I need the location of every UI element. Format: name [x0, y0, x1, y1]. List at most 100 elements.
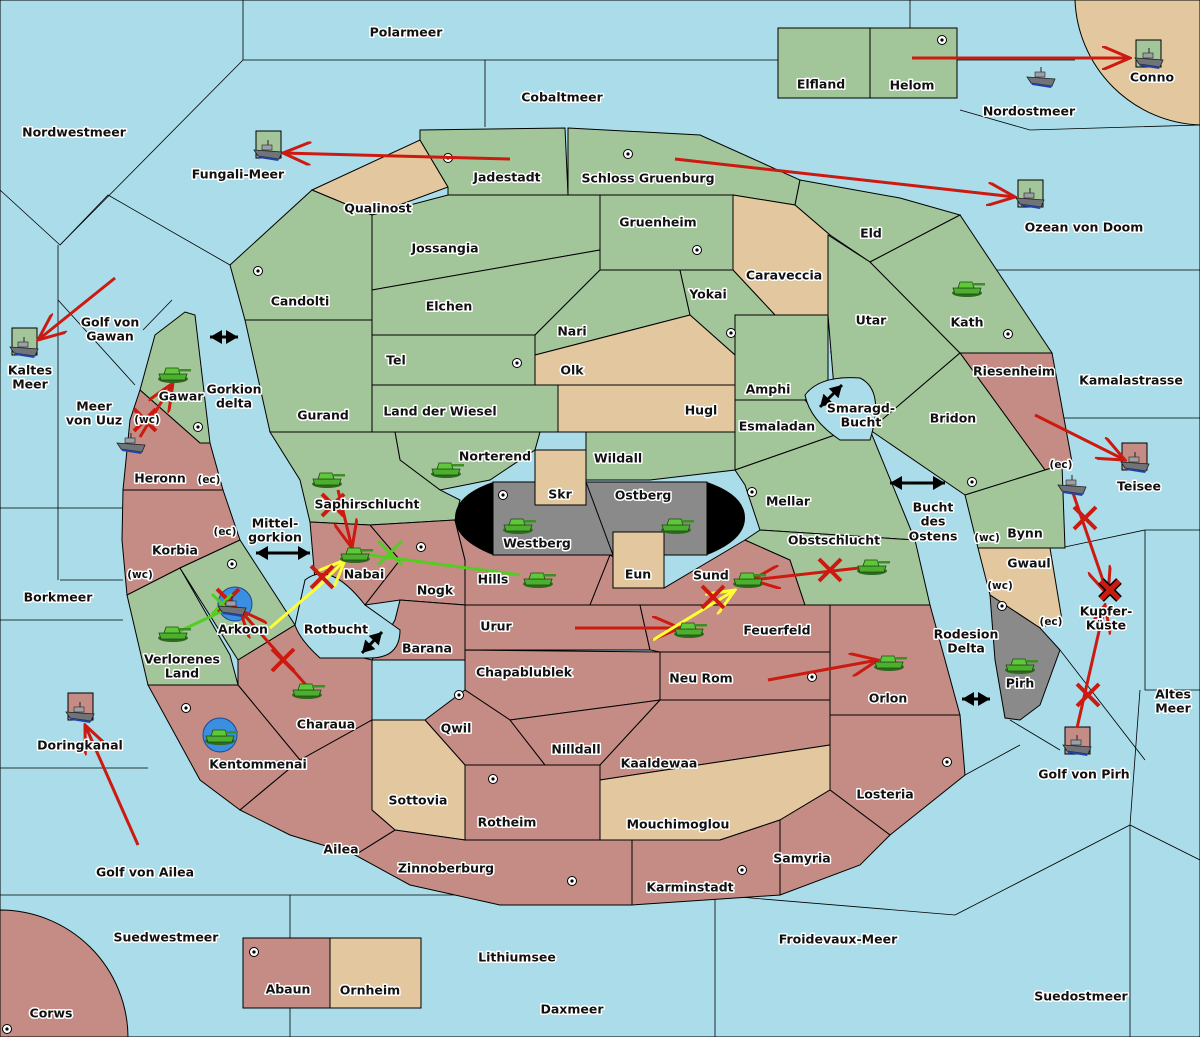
region-pirh[interactable] [989, 594, 1061, 721]
label-mittelgorkion: gorkion [248, 530, 302, 545]
label-heronn: Heronn [134, 471, 186, 486]
region-gwaul[interactable] [977, 547, 1063, 629]
label-feuerfeld: Feuerfeld [743, 623, 810, 638]
region-helom[interactable] [869, 27, 958, 99]
label-lithiumsee: Lithiumsee [478, 950, 556, 965]
label-arkoon: Arkoon [218, 622, 268, 637]
label-nogk: Nogk [417, 583, 454, 598]
label-norterend: Norterend [459, 449, 531, 464]
label-golf-von-ailea: Golf von Ailea [96, 865, 194, 880]
label-jadestadt: Jadestadt [472, 170, 540, 185]
support-order-line [354, 551, 521, 577]
label-mouchimoglou: Mouchimoglou [627, 817, 730, 832]
label-conno: Conno [1130, 70, 1175, 85]
label-utar: Utar [856, 313, 888, 328]
red-x-icon [1072, 505, 1098, 531]
label-ornheim: Ornheim [340, 983, 400, 998]
label-bynn: Bynn [1007, 526, 1042, 541]
label-candolti: Candolti [271, 294, 330, 309]
label-yokai: Yokai [688, 287, 727, 302]
label-meer-von-uuz: von Uuz [66, 413, 122, 428]
connections [210, 330, 990, 706]
label-nordostmeer: Nordostmeer [983, 104, 1076, 119]
label-elfland: Elfland [797, 77, 845, 92]
label-verlorenes-land: Land [165, 666, 199, 681]
region-bynn[interactable] [964, 464, 1066, 549]
label-neu-rom: Neu Rom [669, 671, 732, 686]
label-losteria: Losteria [856, 787, 913, 802]
red-x-icon [817, 557, 843, 583]
label-land-der-wiesel: Land der Wiesel [383, 404, 496, 419]
label-eld: Eld [860, 226, 882, 241]
supply-center-dot-icon [937, 35, 947, 45]
label-rotbucht: Rotbucht [304, 622, 368, 637]
label-pirh: Pirh [1006, 676, 1035, 691]
label-kentommenai: Kentommenai [209, 757, 307, 772]
label-zinnoberburg: Zinnoberburg [398, 861, 494, 876]
region-ornheim[interactable] [329, 937, 422, 1009]
label-kaltes-meer: Meer [12, 377, 48, 392]
move-order-arrow [1075, 605, 1105, 729]
move-order-arrow [85, 725, 140, 846]
label-rodesion-delta: Rodesion [934, 627, 999, 642]
red-x-icon [1099, 579, 1121, 601]
supply-center-dot-icon [227, 559, 237, 569]
label-wc: (wc) [974, 532, 1000, 544]
border-westberg-ostberg [585, 481, 614, 556]
supply-center-dot-icon [512, 358, 522, 368]
label-gorkion-delta: Gorkion [206, 382, 261, 397]
label-golf-von-gawan: Golf von [81, 315, 140, 330]
red-x-icon [320, 492, 346, 518]
region-corws[interactable] [0, 909, 129, 1037]
label-gurand: Gurand [297, 408, 349, 423]
label-suedostmeer: Suedostmeer [1034, 989, 1128, 1004]
label-bridon: Bridon [930, 411, 976, 426]
region-eun[interactable] [612, 531, 665, 589]
region-candolti[interactable] [229, 189, 373, 321]
region-losteria[interactable] [829, 714, 966, 836]
red-x-icon [270, 647, 296, 673]
label-abaun: Abaun [266, 982, 311, 997]
label-nilldall: Nilldall [551, 742, 600, 757]
label-riesenheim: Riesenheim [973, 364, 1055, 379]
label-doringkanal: Doringkanal [37, 738, 123, 753]
region-zinnoberburg[interactable] [354, 829, 633, 906]
label-ec: (ec) [1050, 459, 1073, 471]
label-altes-meer: Meer [1155, 701, 1191, 716]
label-gawar: Gawar [159, 389, 205, 404]
move-order-arrow [674, 157, 1015, 197]
region-verlorenes-land[interactable] [126, 567, 239, 686]
supply-center-dot-icon [193, 422, 203, 432]
region-skr[interactable] [534, 449, 587, 506]
red-x-icon [132, 407, 158, 433]
label-rodesion-delta: Delta [947, 641, 985, 656]
move-order-arrow [240, 610, 308, 686]
supply-center-dot-icon [1003, 329, 1013, 339]
label-rotheim: Rotheim [478, 815, 537, 830]
label-schloss-gruenburg: Schloss Gruenburg [581, 171, 714, 186]
label-westberg: Westberg [503, 536, 571, 551]
label-karminstadt: Karminstadt [646, 880, 733, 895]
label-daxmeer: Daxmeer [540, 1002, 604, 1017]
label-teisee: Teisee [1117, 479, 1161, 494]
move-order-arrow [38, 276, 116, 340]
label-chapablublek: Chapablublek [476, 665, 573, 680]
region-ailea[interactable] [239, 719, 396, 856]
label-bucht-des-ostens: des [921, 514, 946, 529]
label-qwil: Qwil [441, 721, 472, 736]
label-bucht-des-ostens: Bucht [913, 500, 954, 515]
region-center-east-cap [707, 482, 745, 555]
label-ec: (ec) [1040, 616, 1063, 628]
label-skr: Skr [548, 487, 572, 502]
label-obstschlucht: Obstschlucht [788, 533, 880, 548]
supply-center-dot-icon [454, 690, 464, 700]
region-gruenheim[interactable] [599, 194, 734, 271]
label-barana: Barana [402, 641, 452, 656]
label-ozean-von-doom: Ozean von Doom [1025, 220, 1144, 235]
support-order-arrow [269, 560, 345, 630]
red-x-icon [376, 539, 404, 567]
label-meer-von-uuz: Meer [76, 399, 112, 414]
label-helom: Helom [890, 78, 935, 93]
label-olk: Olk [560, 363, 584, 378]
supply-center-dot-icon [416, 542, 426, 552]
